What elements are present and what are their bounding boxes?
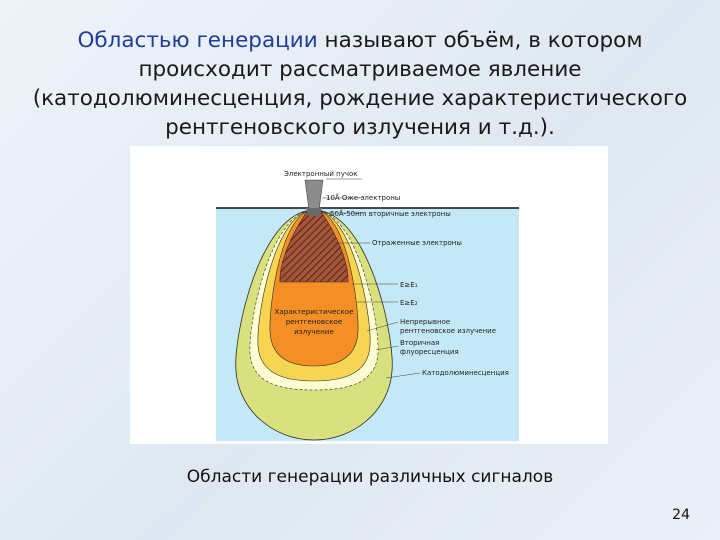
characteristic-label-line-3: излучение [294,327,334,336]
beam-label: Электронный пучок [284,170,358,178]
auger-label: 10Å Оже-электроны [326,193,400,202]
generation-regions-diagram: Электронный пучок 10Å Оже-электроны 50Å-… [216,170,519,441]
heading-line-4: рентгеновского излучения и т.д.). [165,115,555,140]
backscattered-electrons-zone [279,209,349,283]
bremsstrahlung-label-line-2: рентгеновское излучение [400,327,496,335]
cathodoluminescence-label: Катодолюминесценция [422,369,509,377]
fluorescence-label-line-2: флуоресценция [400,348,459,356]
page-number: 24 [672,507,690,523]
heading-line-3: (катодолюминесценция, рождение характери… [32,86,688,111]
e1-label: E≥E₁ [400,281,418,289]
e2-label: E≥E₂ [400,299,418,307]
electron-beam [304,179,324,211]
heading-highlight: Областью генерации [77,28,318,53]
slide-heading: Областью генерации называют объём, в кот… [20,26,700,142]
figure-caption: Области генерации различных сигналов [186,467,554,487]
fluorescence-leader-line [375,345,399,351]
heading-line-2: происходит рассматриваемое явление [138,57,582,82]
fluorescence-label-line-1: Вторичная [400,339,439,347]
generation-regions-figure: Электронный пучок 10Å Оже-электроны 50Å-… [130,146,608,444]
bremsstrahlung-leader-line [366,321,399,332]
characteristic-label-line-2: рентгеновское [286,317,343,326]
backscattered-electrons-label: Отраженные электроны [372,239,462,247]
secondary-electrons-zone [306,208,322,216]
secondary-electrons-label: 50Å-50нm вторичные электроны [330,209,451,218]
heading-line-1-rest: называют объём, в котором [317,28,643,53]
cathodo-leader-line [385,372,421,379]
heading-line-1: Областью генерации называют объём, в кот… [20,26,700,55]
bremsstrahlung-label-line-1: Непрерывное [400,318,450,326]
characteristic-label-line-1: Характеристическое [274,307,354,316]
